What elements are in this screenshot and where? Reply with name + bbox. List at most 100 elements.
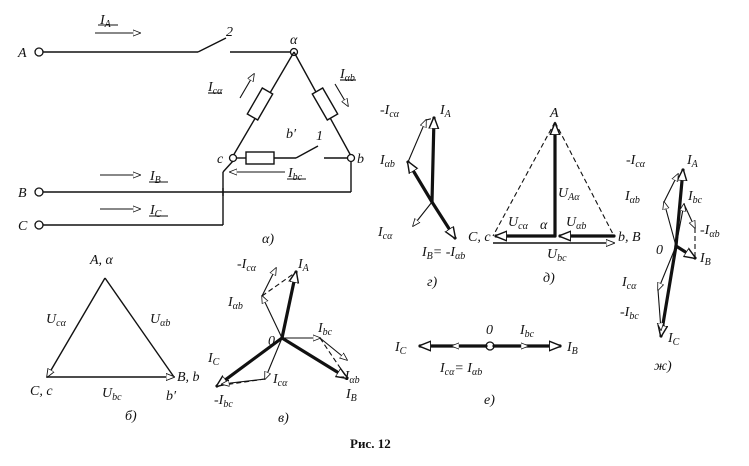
tri-b-left-label: C, c bbox=[30, 384, 53, 399]
phasor-diagram-v: -Icα IA Iαb 0 Ibc IC Icα -Iαb -Ibc IB в) bbox=[207, 257, 360, 426]
v-i-c-vector bbox=[217, 336, 284, 386]
switch-1-label: 1 bbox=[316, 129, 323, 144]
switch-1-blade bbox=[295, 145, 319, 159]
g-i-b-eq-label: IB= -Iαb bbox=[421, 245, 465, 262]
g-i-ab-vector bbox=[408, 162, 434, 204]
zh-i-c-vector bbox=[661, 244, 678, 336]
tri-b-right-label: B, b bbox=[177, 370, 200, 385]
node-b-label: b bbox=[357, 152, 364, 167]
zh-i-c-label: IC bbox=[667, 331, 680, 348]
d-top-label: A bbox=[549, 106, 559, 121]
i-ca-label: Icα bbox=[207, 80, 223, 97]
zh-origin-label: 0 bbox=[656, 243, 663, 258]
phasor-diagram-zh: -Icα IA Iαb Ibc -Iαb 0 IB Icα -Ibc IC ж) bbox=[620, 153, 720, 374]
g-i-a-label: IA bbox=[439, 103, 452, 120]
v-origin-label: 0 bbox=[268, 334, 275, 349]
phasor-diagram-e: 0 Ibc IC IB Icα= Iαb е) bbox=[394, 323, 578, 408]
g-i-ab-label: Iαb bbox=[379, 153, 395, 170]
tri-b-uab-label: Uαb bbox=[150, 312, 170, 329]
zh-i-bc-label: Ibc bbox=[687, 189, 703, 206]
i-ca-arrow bbox=[239, 74, 254, 99]
tri-b-ubc-label: Ubc bbox=[102, 386, 122, 403]
zh-i-a-vector bbox=[674, 170, 683, 248]
v-i-a-label: IA bbox=[297, 257, 310, 274]
d-u-aa-label: UAα bbox=[558, 186, 580, 203]
d-right-label: b, B bbox=[618, 230, 641, 245]
e-i-b-label: IB bbox=[566, 340, 578, 357]
tri-b-top-label: A, α bbox=[89, 253, 114, 268]
zh-neg-iab-vector bbox=[683, 203, 695, 228]
terminal-a-node bbox=[34, 47, 44, 57]
e-origin-label: 0 bbox=[486, 323, 493, 338]
v-i-ab-label: Iαb bbox=[227, 295, 243, 312]
zh-i-a-label: IA bbox=[686, 153, 699, 170]
v-neg-ica-vector bbox=[261, 268, 276, 297]
v-neg-iab-label: -Iαb bbox=[340, 369, 360, 386]
v-i-a-vector bbox=[280, 272, 296, 340]
d-caption: д) bbox=[543, 271, 555, 286]
terminal-c-label: C bbox=[18, 219, 28, 234]
zh-i-bc-vector bbox=[675, 204, 684, 247]
g-i-a-vector bbox=[432, 116, 434, 204]
e-caption: е) bbox=[484, 393, 495, 408]
g-i-ca-label: Icα bbox=[377, 225, 393, 242]
i-a-label: IA bbox=[99, 13, 112, 30]
node-b bbox=[346, 153, 356, 163]
node-bprime-label: b′ bbox=[286, 127, 297, 142]
v-neg-ibc-label: -Ibc bbox=[214, 393, 233, 410]
i-bc-label: Ibc bbox=[287, 166, 303, 183]
zh-neg-ibc-vector bbox=[658, 289, 661, 330]
voltage-triangle-b: A, α C, c B, b b′ Ucα Uαb Ubc б) bbox=[30, 253, 200, 424]
phasor-diagram-g: -Icα IA Iαb Icα IB= -Iαb г) bbox=[377, 103, 465, 290]
i-c-label: IC bbox=[149, 203, 162, 220]
v-i-b-label: IB bbox=[345, 387, 357, 404]
phasor-diagram-d: A C, c b, B α UAα Ucα Uαb Ubc д) bbox=[468, 106, 641, 286]
tri-b-uca-label: Ucα bbox=[46, 312, 67, 329]
tri-b-caption: б) bbox=[125, 409, 137, 424]
tri-b-bprime-label: b′ bbox=[166, 389, 177, 404]
v-i-bc-label: Ibc bbox=[317, 321, 333, 338]
v-dash-1 bbox=[261, 271, 297, 297]
d-u-ca-label: Ucα bbox=[508, 215, 529, 232]
circuit-caption: α) bbox=[262, 232, 274, 247]
node-c bbox=[228, 153, 238, 163]
v-caption: в) bbox=[278, 411, 289, 426]
d-u-ab-label: Uαb bbox=[566, 215, 586, 232]
u-ca-vector bbox=[47, 277, 106, 377]
terminal-b-label: B bbox=[18, 186, 27, 201]
node-c-label: c bbox=[217, 152, 224, 167]
g-dash bbox=[425, 117, 435, 121]
zh-i-ab-vector bbox=[664, 202, 677, 247]
zh-i-ca-label: Icα bbox=[621, 275, 637, 292]
v-i-c-label: IC bbox=[207, 351, 220, 368]
d-u-bc-label: Ubc bbox=[547, 247, 567, 264]
u-ab-vector bbox=[104, 277, 175, 378]
zh-neg-ibc-label: -Ibc bbox=[620, 305, 639, 322]
g-neg-ica-vector bbox=[407, 120, 426, 163]
e-eq-label: Icα= Iαb bbox=[439, 361, 482, 378]
g-neg-ica-label: -Icα bbox=[380, 103, 400, 120]
v-i-ca-vector bbox=[265, 337, 283, 379]
figure-caption: Рис. 12 bbox=[350, 436, 391, 451]
g-i-b-vector bbox=[430, 200, 455, 238]
d-dash-left bbox=[492, 121, 556, 237]
zh-neg-ica-label: -Icα bbox=[626, 153, 646, 170]
v-neg-iab-vector bbox=[319, 337, 347, 360]
switch-2-blade bbox=[197, 37, 227, 53]
i-ab-label: Iαb bbox=[339, 67, 355, 84]
terminal-c-node bbox=[34, 220, 44, 230]
node-alpha-label: α bbox=[290, 33, 298, 48]
zh-neg-ica-vector bbox=[663, 174, 678, 203]
g-i-ca-vector bbox=[413, 201, 433, 226]
terminal-b-node bbox=[34, 187, 44, 197]
d-left-label: C, c bbox=[468, 230, 491, 245]
terminal-a-label: A bbox=[17, 46, 27, 61]
zh-i-b-label: IB bbox=[699, 251, 711, 268]
zh-i-b-vector bbox=[674, 244, 695, 258]
v-neg-ibc-vector bbox=[222, 378, 266, 384]
i-b-label: IB bbox=[149, 169, 161, 186]
v-i-b-vector bbox=[280, 336, 347, 378]
i-ab-arrow bbox=[334, 83, 348, 106]
resistor-bc bbox=[245, 151, 275, 165]
v-dash-2 bbox=[319, 337, 348, 379]
